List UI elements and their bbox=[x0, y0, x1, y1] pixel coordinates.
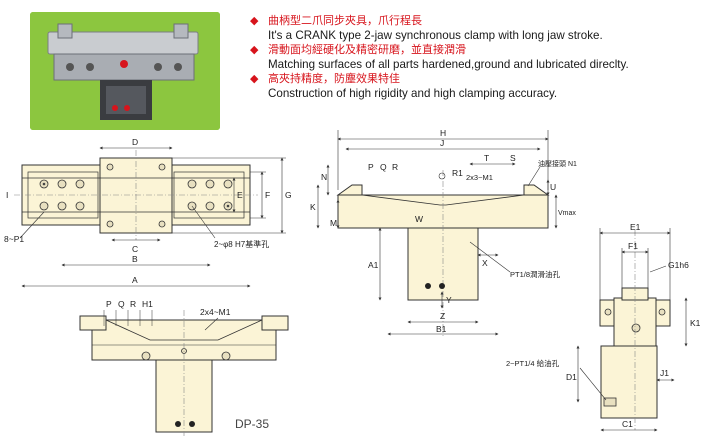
note-holes: 2~φ8 H7基準孔 bbox=[214, 239, 269, 249]
dim-q: Q bbox=[380, 162, 387, 172]
feature-zh: 滑動面均經硬化及精密研磨，並直接潤滑 bbox=[268, 43, 466, 57]
feature-item: ◆ 高夾持精度，防塵效果特佳 Construction of high rigi… bbox=[250, 72, 720, 101]
dim-u: U bbox=[550, 182, 556, 192]
top-view: D C B A E F G I 8~P1 2~φ8 H7基準孔 bbox=[4, 137, 292, 288]
dim-s: S bbox=[510, 153, 516, 163]
dim-d1: D1 bbox=[566, 372, 577, 382]
feature-zh: 高夾持精度，防塵效果特佳 bbox=[268, 72, 400, 86]
side-view: E1 F1 G1h6 K1 J1 D1 C1 2~PT1/4 給油孔 bbox=[506, 222, 701, 432]
dim-f1: F1 bbox=[628, 241, 638, 251]
dim-e: E bbox=[237, 190, 243, 200]
feature-item: ◆ 曲柄型二爪同步夾具，爪行程長 It's a CRANK type 2-jaw… bbox=[250, 14, 720, 43]
dim-h: H bbox=[440, 128, 446, 138]
dim-i: I bbox=[6, 190, 8, 200]
dim-h1: H1 bbox=[142, 299, 153, 309]
dim-m: M bbox=[330, 218, 337, 228]
dim-f: F bbox=[265, 190, 270, 200]
dim-vmax: Vmax bbox=[558, 210, 576, 217]
dim-p: P bbox=[106, 299, 112, 309]
diamond-bullet-icon: ◆ bbox=[250, 15, 259, 27]
dim-t: T bbox=[484, 153, 489, 163]
note-port: 2~PT1/4 給油孔 bbox=[506, 358, 560, 368]
feature-list: ◆ 曲柄型二爪同步夾具，爪行程長 It's a CRANK type 2-jaw… bbox=[250, 14, 720, 102]
dim-k1: K1 bbox=[690, 318, 701, 328]
dim-z: Z bbox=[440, 311, 445, 321]
front-view: H J P Q R T S N K M U Vmax W X A1 Y Z B1… bbox=[310, 128, 577, 336]
diamond-bullet-icon: ◆ bbox=[250, 73, 259, 86]
bottom-view: P Q R H1 2x4~M1 DP-35 bbox=[79, 299, 289, 436]
dim-d: D bbox=[132, 137, 138, 147]
dim-e1: E1 bbox=[630, 222, 641, 232]
dim-n: N bbox=[321, 172, 327, 182]
dim-r: R bbox=[392, 162, 398, 172]
feature-item: ◆ 滑動面均經硬化及精密研磨，並直接潤滑 Matching surfaces o… bbox=[250, 43, 720, 72]
feature-en: It's a CRANK type 2-jaw synchronous clam… bbox=[268, 28, 603, 42]
note-m1: 2x3~M1 bbox=[466, 173, 493, 182]
note-oil: PT1/8潤滑油孔 bbox=[510, 269, 561, 279]
feature-en: Construction of high rigidity and high c… bbox=[268, 86, 558, 100]
dim-j: J bbox=[440, 138, 444, 148]
dim-c1: C1 bbox=[622, 419, 633, 429]
dim-w: W bbox=[415, 214, 423, 224]
note-p1: 8~P1 bbox=[4, 234, 24, 244]
dim-x: X bbox=[482, 258, 488, 268]
dim-b: B bbox=[132, 254, 138, 264]
model-label: DP-35 bbox=[235, 417, 269, 431]
dim-c: C bbox=[132, 244, 138, 254]
dim-r: R bbox=[130, 299, 136, 309]
dim-a1: A1 bbox=[368, 260, 379, 270]
feature-en: Matching surfaces of all parts hardened,… bbox=[268, 57, 629, 71]
dim-q: Q bbox=[118, 299, 125, 309]
dim-a: A bbox=[132, 275, 138, 285]
dim-j1: J1 bbox=[660, 368, 669, 378]
diamond-bullet-icon: ◆ bbox=[250, 44, 259, 57]
note-m1: 2x4~M1 bbox=[200, 307, 231, 317]
product-photo bbox=[30, 12, 220, 130]
feature-zh: 曲柄型二爪同步夾具，爪行程長 bbox=[268, 14, 422, 27]
dim-g1: G1h6 bbox=[668, 260, 689, 270]
dim-y: Y bbox=[446, 295, 452, 305]
note-grease: 油壓接頭 N1 bbox=[538, 159, 577, 168]
dim-b1: B1 bbox=[436, 324, 447, 334]
dim-r1: R1 bbox=[452, 168, 463, 178]
dim-g: G bbox=[285, 190, 292, 200]
dim-k: K bbox=[310, 202, 316, 212]
dim-p: P bbox=[368, 162, 374, 172]
